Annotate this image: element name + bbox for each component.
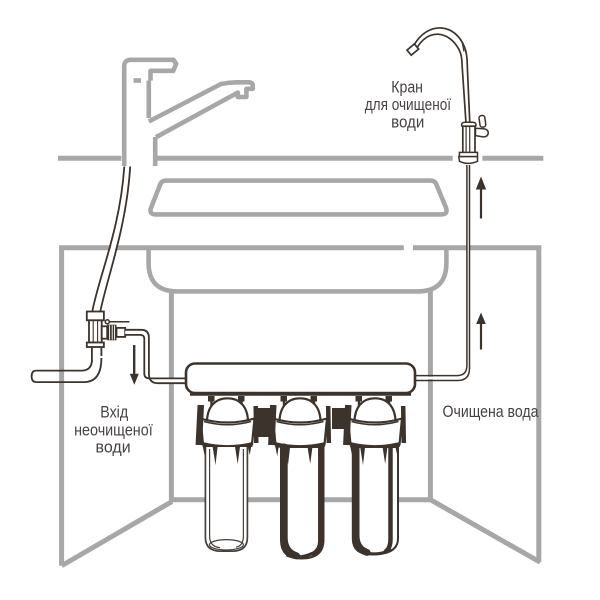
svg-text:води: води (391, 113, 424, 132)
svg-text:води: води (96, 438, 131, 457)
svg-text:Кран: Кран (391, 78, 423, 96)
svg-text:для очищеної: для очищеної (365, 95, 452, 114)
svg-text:Вхід: Вхід (100, 403, 128, 421)
svg-text:неочищеної: неочищеної (74, 421, 153, 439)
svg-text:Очищена вода: Очищена вода (443, 403, 539, 421)
